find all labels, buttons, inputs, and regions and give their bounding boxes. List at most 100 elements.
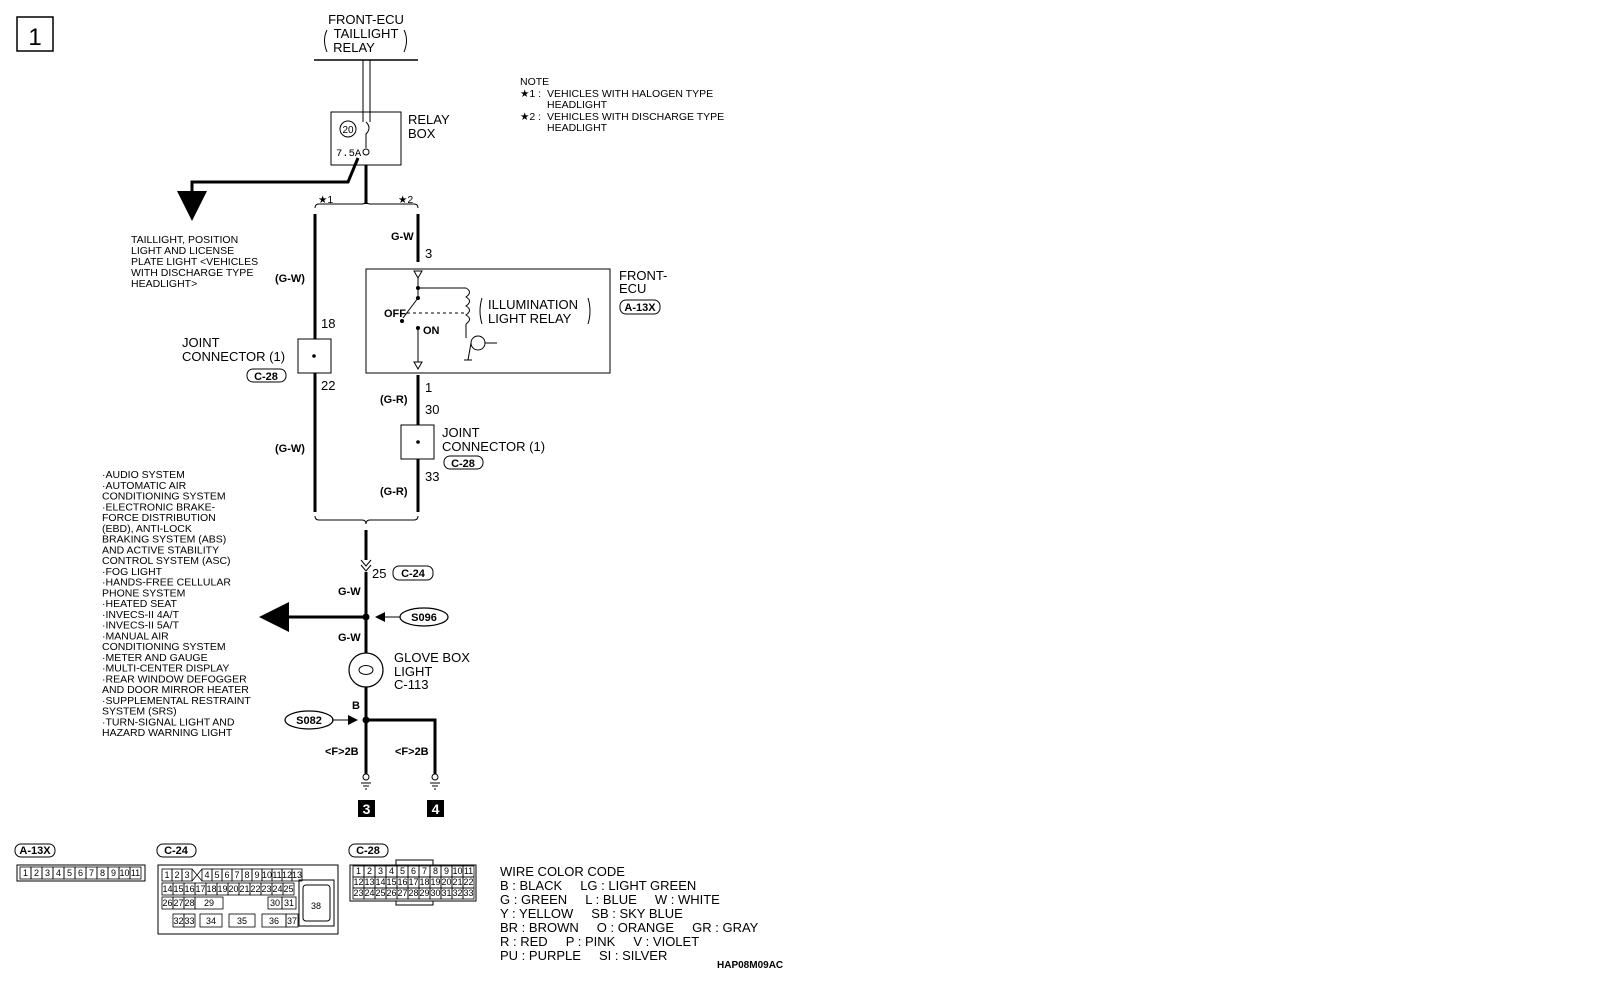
- pin: 32: [173, 916, 183, 926]
- pin: 2: [174, 870, 179, 880]
- pin: 16: [397, 877, 407, 887]
- svg-text:VEHICLES WITH DISCHARGE TYPE: VEHICLES WITH DISCHARGE TYPE: [547, 111, 724, 123]
- pin: 23: [261, 884, 271, 894]
- pin: 5: [67, 868, 72, 878]
- pin: 17: [195, 884, 205, 894]
- pin: 15: [173, 884, 183, 894]
- wire-color-code: WIRE COLOR CODE B : BLACK LG : LIGHT GRE…: [500, 864, 759, 963]
- c24-tag-inline: C-24: [401, 568, 426, 580]
- svg-text:25: 25: [372, 566, 386, 581]
- source-label: FRONT-ECU TAILLIGHT RELAY: [314, 12, 418, 61]
- svg-text:BOX: BOX: [408, 126, 436, 141]
- system-item: ·HEATED SEAT: [102, 598, 177, 610]
- pin: 9: [444, 866, 449, 876]
- fuse-number: 20: [342, 125, 354, 136]
- svg-text:G-W: G-W: [338, 632, 361, 644]
- pin: 1: [356, 866, 361, 876]
- pin: 4: [56, 868, 61, 878]
- svg-text:(G-R): (G-R): [380, 394, 408, 406]
- svg-text:33: 33: [425, 469, 439, 484]
- svg-text:38: 38: [311, 901, 321, 911]
- svg-text:G-W: G-W: [391, 231, 414, 243]
- pin: 18: [206, 884, 216, 894]
- pin: 24: [272, 884, 282, 894]
- pin: 23: [353, 888, 363, 898]
- pin: 2: [367, 866, 372, 876]
- svg-text:C-113: C-113: [394, 677, 428, 692]
- svg-text:LIGHT RELAY: LIGHT RELAY: [488, 311, 572, 326]
- system-item: ·INVECS-II 4A/T: [102, 609, 180, 621]
- pin: 7: [234, 870, 239, 880]
- pin: 13: [292, 870, 302, 880]
- pin: 3: [184, 870, 189, 880]
- system-item: ·INVECS-II 5A/T: [102, 620, 180, 632]
- system-item: BRAKING SYSTEM (ABS): [102, 534, 226, 546]
- pin: 26: [162, 898, 172, 908]
- pin: 27: [397, 888, 407, 898]
- ground-1: <F>2B 3: [325, 746, 375, 817]
- system-item: ·AUDIO SYSTEM: [102, 469, 185, 481]
- pin: 32: [452, 888, 462, 898]
- system-item: CONTROL SYSTEM (ASC): [102, 555, 231, 567]
- pin: 9: [254, 870, 259, 880]
- system-item: ·METER AND GAUGE: [102, 652, 208, 664]
- pin: 7: [89, 868, 94, 878]
- pin: 11: [131, 868, 140, 878]
- pin: 1: [23, 868, 28, 878]
- pin: 4: [204, 870, 209, 880]
- system-item: ·FOG LIGHT: [102, 566, 163, 578]
- svg-text:C-28: C-28: [451, 458, 475, 470]
- pin: 9: [111, 868, 116, 878]
- pin: 2: [34, 868, 39, 878]
- svg-text:LIGHT: LIGHT: [394, 664, 432, 679]
- relay-box: 20 7.5A RELAY BOX: [330, 111, 450, 166]
- pin: 22: [463, 877, 473, 887]
- svg-text:C-28: C-28: [254, 371, 278, 383]
- pin: 6: [224, 870, 229, 880]
- system-item: ·SUPPLEMENTAL RESTRAINT: [102, 695, 251, 707]
- pin: 26: [386, 888, 396, 898]
- svg-text:WITH DISCHARGE TYPE: WITH DISCHARGE TYPE: [131, 267, 253, 279]
- system-item: ·ELECTRONIC BRAKE-: [102, 501, 216, 513]
- svg-text:B : BLACK LG : LIGHT GREEN: B : BLACK LG : LIGHT GREEN: [500, 878, 696, 893]
- svg-text:A-13X: A-13X: [624, 302, 656, 314]
- svg-text:PLATE LIGHT <VEHICLES: PLATE LIGHT <VEHICLES: [131, 256, 258, 268]
- svg-text:TAILLIGHT: TAILLIGHT: [334, 26, 399, 41]
- system-item: ·AUTOMATIC AIR: [102, 480, 187, 492]
- svg-text:NOTE: NOTE: [520, 76, 549, 88]
- pin: 37: [287, 916, 297, 926]
- pin: 28: [184, 898, 194, 908]
- fuse-rating: 7.5A: [336, 148, 362, 160]
- ground-2: <F>2B 4: [395, 746, 444, 817]
- pin: 4: [389, 866, 394, 876]
- pin: 14: [375, 877, 385, 887]
- splice-s096: S096: [411, 612, 437, 624]
- pin: 8: [244, 870, 249, 880]
- pin: 30: [430, 888, 440, 898]
- system-item: HAZARD WARNING LIGHT: [102, 727, 233, 739]
- svg-text:★1 :: ★1 :: [520, 88, 541, 100]
- pin: 35: [237, 916, 247, 926]
- svg-text:JOINT: JOINT: [182, 335, 220, 350]
- pin: 31: [284, 898, 294, 908]
- taillight-branch: TAILLIGHT, POSITION LIGHT AND LICENSE PL…: [131, 157, 360, 290]
- pin: 31: [441, 888, 451, 898]
- svg-text:JOINT: JOINT: [442, 425, 480, 440]
- pin: 12: [282, 870, 292, 880]
- pin: 8: [100, 868, 105, 878]
- svg-text:(G-W): (G-W): [275, 273, 305, 285]
- pin: 29: [204, 898, 214, 908]
- pin: 5: [400, 866, 405, 876]
- svg-text:(G-R): (G-R): [380, 486, 408, 498]
- system-item: ·MANUAL AIR: [102, 630, 169, 642]
- switch-on-label: ON: [423, 325, 440, 337]
- pin: 10: [119, 868, 129, 878]
- joint-connector-1-left: JOINT CONNECTOR (1) C-28: [182, 335, 332, 383]
- pin: 15: [386, 877, 396, 887]
- pin: 6: [78, 868, 83, 878]
- pin: 3: [45, 868, 50, 878]
- svg-text:B: B: [352, 700, 360, 712]
- svg-text:3: 3: [425, 246, 432, 261]
